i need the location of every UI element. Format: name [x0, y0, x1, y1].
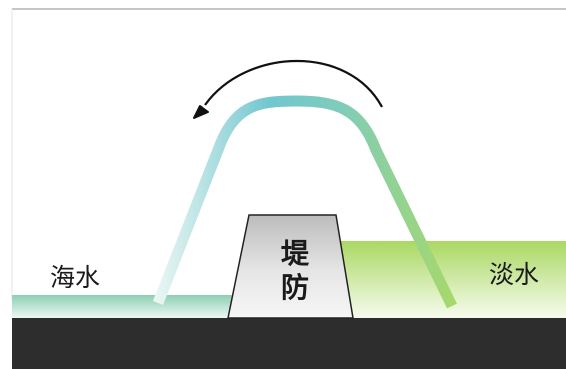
dam-label-bottom: 防: [281, 271, 309, 304]
water-flow-arc: [152, 95, 457, 309]
curved-arrow-left-icon: [193, 59, 383, 119]
freshwater-label: 淡水: [489, 260, 539, 289]
dam-label-top: 堤: [281, 237, 310, 270]
dam: [227, 214, 354, 319]
seawater-area: [12, 295, 240, 318]
ground: [12, 318, 566, 369]
seawater-label: 海水: [50, 263, 100, 292]
